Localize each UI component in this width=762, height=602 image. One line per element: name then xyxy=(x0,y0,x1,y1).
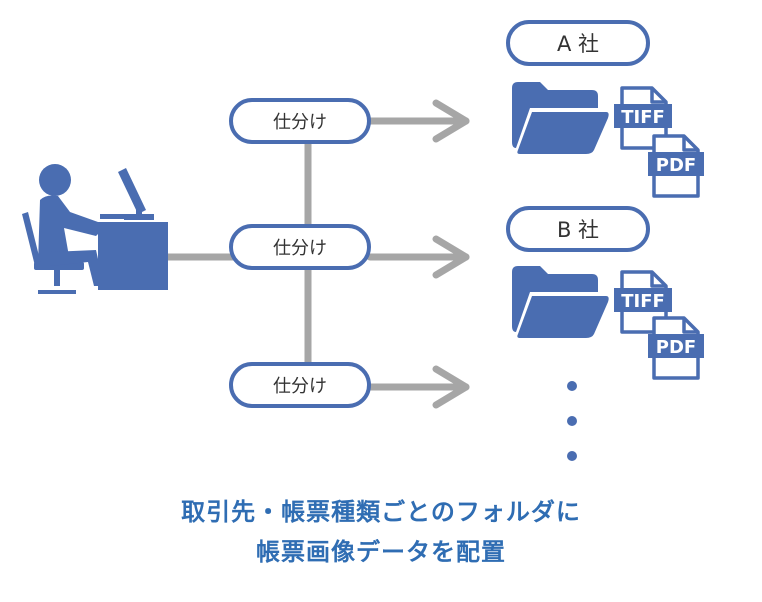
arrows xyxy=(366,99,470,409)
company-name: B 社 xyxy=(557,218,599,242)
company-name: A 社 xyxy=(557,32,599,56)
caption-line-2: 帳票画像データを配置 xyxy=(256,538,506,566)
company-a-group: A 社 TIFF PDF xyxy=(506,20,704,198)
arrow-1 xyxy=(366,99,470,143)
folder-open-icon xyxy=(512,82,609,154)
file-type-label: TIFF xyxy=(621,291,665,312)
branch-label: 仕分け xyxy=(273,238,327,259)
branch-pill-2: 仕分け xyxy=(229,224,371,270)
file-type-label: PDF xyxy=(656,337,696,358)
file-type-label: PDF xyxy=(656,155,696,176)
tiff-file-icon: TIFF xyxy=(614,86,672,150)
folder-open-icon xyxy=(512,266,609,338)
tiff-file-icon: TIFF xyxy=(614,270,672,334)
company-b-group: B 社 TIFF PDF xyxy=(506,206,704,380)
caption-line-1: 取引先・帳票種類ごとのフォルダに xyxy=(181,498,581,526)
company-b-pill: B 社 xyxy=(506,206,650,252)
branch-label: 仕分け xyxy=(273,112,327,133)
vertical-ellipsis-icon xyxy=(567,381,577,461)
arrow-3 xyxy=(366,365,470,409)
company-a-pill: A 社 xyxy=(506,20,650,66)
person-at-computer-icon xyxy=(22,164,168,294)
file-type-label: TIFF xyxy=(621,107,665,128)
branch-label: 仕分け xyxy=(273,376,327,397)
arrow-2 xyxy=(366,235,470,279)
pdf-file-icon: PDF xyxy=(648,316,704,380)
branch-pill-3: 仕分け xyxy=(229,362,371,408)
branch-pill-1: 仕分け xyxy=(229,98,371,144)
pdf-file-icon: PDF xyxy=(648,134,704,198)
